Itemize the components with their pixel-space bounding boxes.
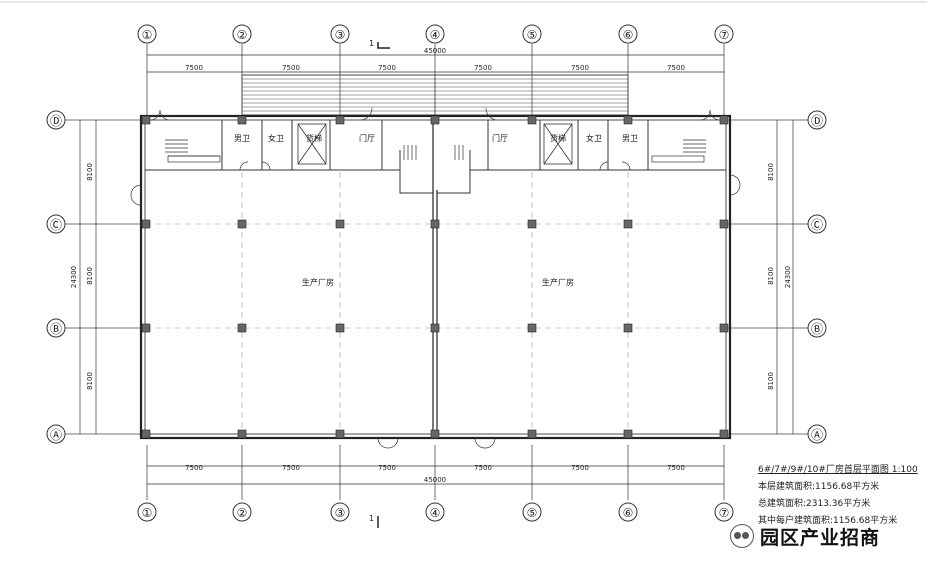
bay-dim: 7500 — [667, 464, 685, 472]
bay-dim: 7500 — [185, 464, 203, 472]
bottom-axis-bubbles — [137, 502, 734, 522]
bottom-axis-label: ① — [142, 506, 153, 520]
row-axis-label: Ⓑ — [50, 322, 62, 336]
bottom-axis-label: ③ — [335, 506, 346, 520]
building-outline — [139, 114, 732, 440]
top-axis-bubbles — [137, 24, 734, 44]
room-label-lobby: 门厅 — [492, 133, 508, 143]
bay-dim: 7500 — [378, 464, 396, 472]
top-axis-label: ④ — [430, 28, 441, 42]
room-label-workshop: 生产厂房 — [542, 277, 574, 287]
row-axis-label: Ⓑ — [811, 322, 823, 336]
room-label-womens-wc: 女卫 — [268, 133, 284, 143]
room-label-workshop: 生产厂房 — [302, 277, 334, 287]
per-unit-area-note: 其中每户建筑面积:1156.68平方米 — [758, 516, 898, 526]
service-rooms — [145, 120, 726, 194]
room-label-mens-wc: 男卫 — [234, 134, 250, 143]
bay-dim: 7500 — [571, 64, 589, 72]
row-dim: 8100 — [86, 267, 94, 285]
canopy-hatching — [241, 74, 629, 116]
bay-dim: 7500 — [571, 464, 589, 472]
room-label-elevator: 货梯 — [306, 133, 322, 143]
overall-depth-dim: 24300 — [784, 266, 792, 288]
bay-dim: 7500 — [474, 64, 492, 72]
row-axis-label: Ⓒ — [811, 218, 823, 232]
row-axis-lines — [65, 119, 808, 435]
bay-dim: 7500 — [378, 64, 396, 72]
structural-columns — [141, 115, 729, 439]
section-mark-label: 1 — [369, 514, 374, 523]
bottom-axis-label: ⑦ — [719, 506, 730, 520]
room-label-womens-wc: 女卫 — [586, 133, 602, 143]
left-axis-bubbles — [46, 110, 66, 444]
bay-dim: 7500 — [185, 64, 203, 72]
row-axis-label: Ⓒ — [50, 218, 62, 232]
top-axis-label: ⑦ — [719, 28, 730, 42]
drawing-title: 6#/7#/9#/10#厂房首层平面图 1:100 — [758, 465, 918, 475]
section-mark-top — [377, 42, 390, 49]
total-area-note: 总建筑面积:2313.36平方米 — [758, 499, 871, 509]
room-label-mens-wc: 男卫 — [622, 134, 638, 143]
top-axis-label: ③ — [335, 28, 346, 42]
door-swings — [130, 107, 741, 449]
bottom-axis-label: ④ — [430, 506, 441, 520]
row-axis-label: Ⓐ — [811, 428, 823, 442]
row-axis-label: Ⓓ — [811, 114, 823, 128]
bottom-axis-label: ⑤ — [527, 506, 538, 520]
bottom-axis-label: ⑥ — [623, 506, 634, 520]
floor-area-note: 本层建筑面积:1156.68平方米 — [758, 482, 880, 492]
bottom-axis-label: ② — [237, 506, 248, 520]
row-dim: 8100 — [767, 372, 775, 390]
section-mark-label: 1 — [369, 39, 374, 48]
overall-width-dim: 45000 — [424, 47, 446, 55]
row-dim: 8100 — [767, 163, 775, 181]
bay-dim: 7500 — [667, 64, 685, 72]
elevator-shafts — [297, 123, 573, 165]
stairs — [165, 139, 706, 163]
overall-depth-dim: 24300 — [70, 266, 78, 288]
wechat-icon — [730, 524, 754, 548]
row-dim: 8100 — [86, 163, 94, 181]
row-axis-label: Ⓐ — [50, 428, 62, 442]
row-axis-label: Ⓓ — [50, 114, 62, 128]
top-axis-label: ① — [142, 28, 153, 42]
row-dim: 8100 — [767, 267, 775, 285]
top-axis-label: ② — [237, 28, 248, 42]
top-axis-label: ⑥ — [623, 28, 634, 42]
top-axis-label: ⑤ — [527, 28, 538, 42]
side-dimensions — [79, 120, 794, 434]
watermark-text: 园区产业招商 — [760, 526, 881, 549]
drawing-notes: 6#/7#/9#/10#厂房首层平面图 1:100 本层建筑面积:1156.68… — [758, 462, 918, 530]
bay-dim: 7500 — [282, 464, 300, 472]
row-dim: 8100 — [86, 372, 94, 390]
bay-dim: 7500 — [474, 464, 492, 472]
room-label-lobby: 门厅 — [359, 133, 375, 143]
bottom-dimensions — [146, 445, 725, 500]
internal-grid — [145, 172, 726, 434]
bay-dim: 7500 — [282, 64, 300, 72]
room-label-elevator: 货梯 — [550, 133, 566, 143]
watermark: 园区产业招商 — [730, 522, 880, 550]
overall-width-dim: 45000 — [424, 476, 446, 484]
right-axis-bubbles — [807, 110, 827, 444]
